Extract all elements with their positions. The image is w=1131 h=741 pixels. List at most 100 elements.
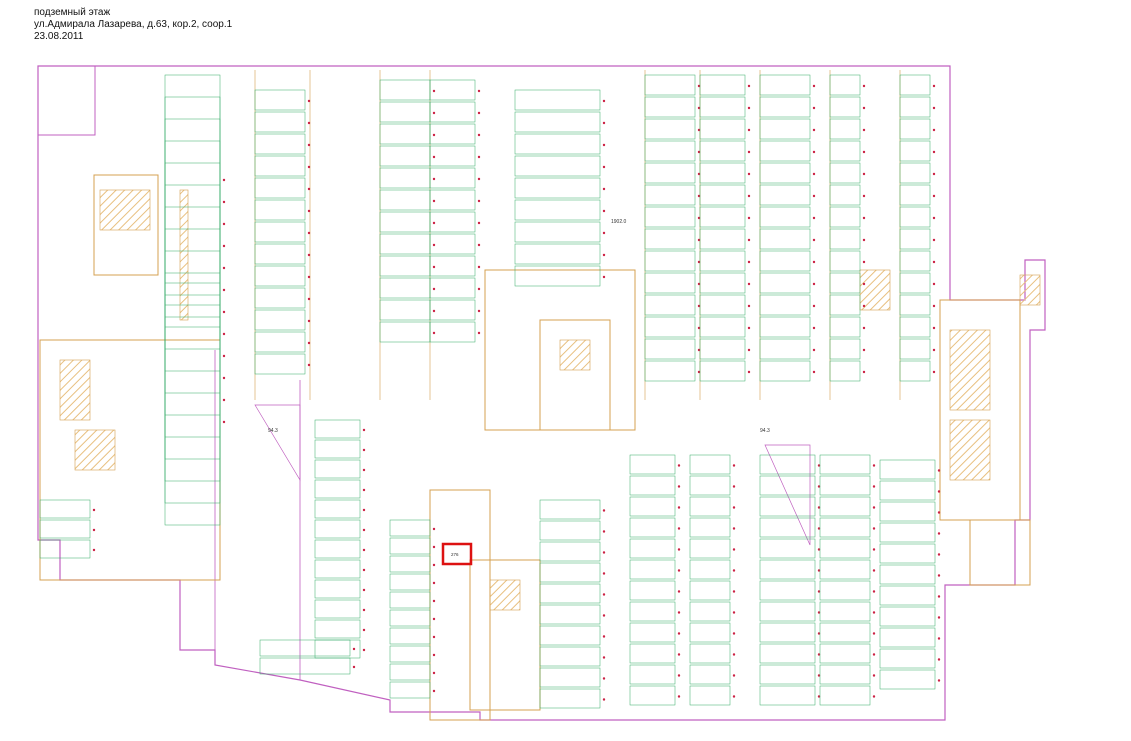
stall: [164, 294, 221, 504]
stall: [429, 211, 476, 233]
stall-number-marker: [222, 376, 226, 380]
stall-number-marker: [602, 509, 606, 512]
stall: [39, 519, 91, 539]
stall: [514, 199, 601, 221]
stall-number-marker: [362, 648, 366, 652]
stall-number-marker: [602, 551, 606, 554]
stall-number-marker: [732, 464, 736, 467]
stall: [314, 619, 361, 639]
stall-number-marker: [697, 216, 701, 220]
stall: [379, 79, 431, 101]
stall-number-marker: [872, 464, 876, 467]
stall: [164, 118, 221, 328]
stall: [389, 519, 431, 537]
stall: [314, 599, 361, 619]
stall-number-marker: [432, 331, 436, 335]
stall: [314, 459, 361, 479]
address-label: ул.Адмирала Лазарева, д.63, кор.2, соор.…: [34, 19, 233, 30]
stall-number-marker: [862, 194, 866, 198]
stall: [644, 140, 696, 162]
hatched-zone: [59, 359, 91, 421]
stall-number-marker: [812, 370, 816, 374]
stall-number-marker: [477, 155, 481, 159]
stall: [164, 316, 221, 526]
stall: [699, 206, 746, 228]
stall: [379, 189, 431, 211]
stall-number-marker: [872, 506, 876, 509]
stall-number-marker: [432, 671, 436, 675]
stall: [759, 118, 811, 140]
stall-number-marker: [432, 243, 436, 247]
stall-number-marker: [747, 194, 751, 198]
stall-number-marker: [817, 485, 821, 488]
stall-number-marker: [477, 265, 481, 269]
stall: [429, 255, 476, 277]
stall: [879, 648, 936, 669]
stall-number-marker: [477, 177, 481, 181]
stall: [759, 272, 811, 294]
stall-number-marker: [477, 111, 481, 115]
stall-number-marker: [812, 216, 816, 220]
stall: [254, 331, 306, 353]
stall-number-marker: [477, 287, 481, 291]
stall-number-marker: [747, 238, 751, 242]
stall-number-marker: [432, 653, 436, 657]
stall: [699, 96, 746, 118]
stall-number-marker: [602, 614, 606, 617]
parking-stalls: [39, 74, 941, 709]
stall-number-marker: [602, 165, 606, 169]
stall-number-marker: [932, 84, 936, 88]
stall: [819, 454, 871, 475]
highlighted-stall-marker[interactable]: [441, 542, 473, 566]
stall-number-marker: [222, 222, 226, 226]
stall: [699, 184, 746, 206]
stall-number-marker: [817, 464, 821, 467]
stall: [164, 272, 221, 482]
stall-number-marker: [222, 200, 226, 204]
stall: [539, 604, 601, 625]
stall: [759, 496, 816, 517]
stall: [829, 250, 861, 272]
stall-number-marker: [602, 677, 606, 680]
stall-number-marker: [817, 527, 821, 530]
stall: [829, 184, 861, 206]
stall: [254, 221, 306, 243]
stall-number-marker: [732, 674, 736, 677]
stall-number-marker: [872, 548, 876, 551]
stall-number-marker: [747, 348, 751, 352]
inner-wall: [214, 350, 301, 680]
stall-number-marker: [697, 282, 701, 286]
stall: [429, 123, 476, 145]
stall: [314, 559, 361, 579]
stall-number-marker: [862, 304, 866, 308]
stall: [539, 541, 601, 562]
stall: [689, 580, 731, 601]
stall-number-marker: [732, 653, 736, 656]
stall: [514, 177, 601, 199]
stall: [164, 74, 221, 284]
stall: [644, 118, 696, 140]
stall-number-marker: [812, 150, 816, 154]
stall-number-marker: [602, 143, 606, 147]
stall-number-marker: [932, 260, 936, 264]
stall: [164, 206, 221, 416]
stall-number-marker: [432, 89, 436, 93]
stall: [819, 643, 871, 664]
stall-number-marker: [477, 309, 481, 313]
stall: [389, 609, 431, 627]
structural-block: [539, 319, 611, 431]
stall-number-marker: [932, 238, 936, 242]
stall: [829, 316, 861, 338]
stall: [899, 294, 931, 316]
hatched-zone: [949, 419, 991, 481]
stall-number-marker: [932, 172, 936, 176]
stall: [254, 111, 306, 133]
stall: [689, 538, 731, 559]
structural-block: [93, 174, 159, 276]
stall: [629, 685, 676, 706]
stall-number-marker: [817, 653, 821, 656]
stall-number-marker: [432, 617, 436, 621]
stall-number-marker: [937, 616, 941, 619]
stall-number-marker: [677, 653, 681, 656]
stall: [699, 74, 746, 96]
